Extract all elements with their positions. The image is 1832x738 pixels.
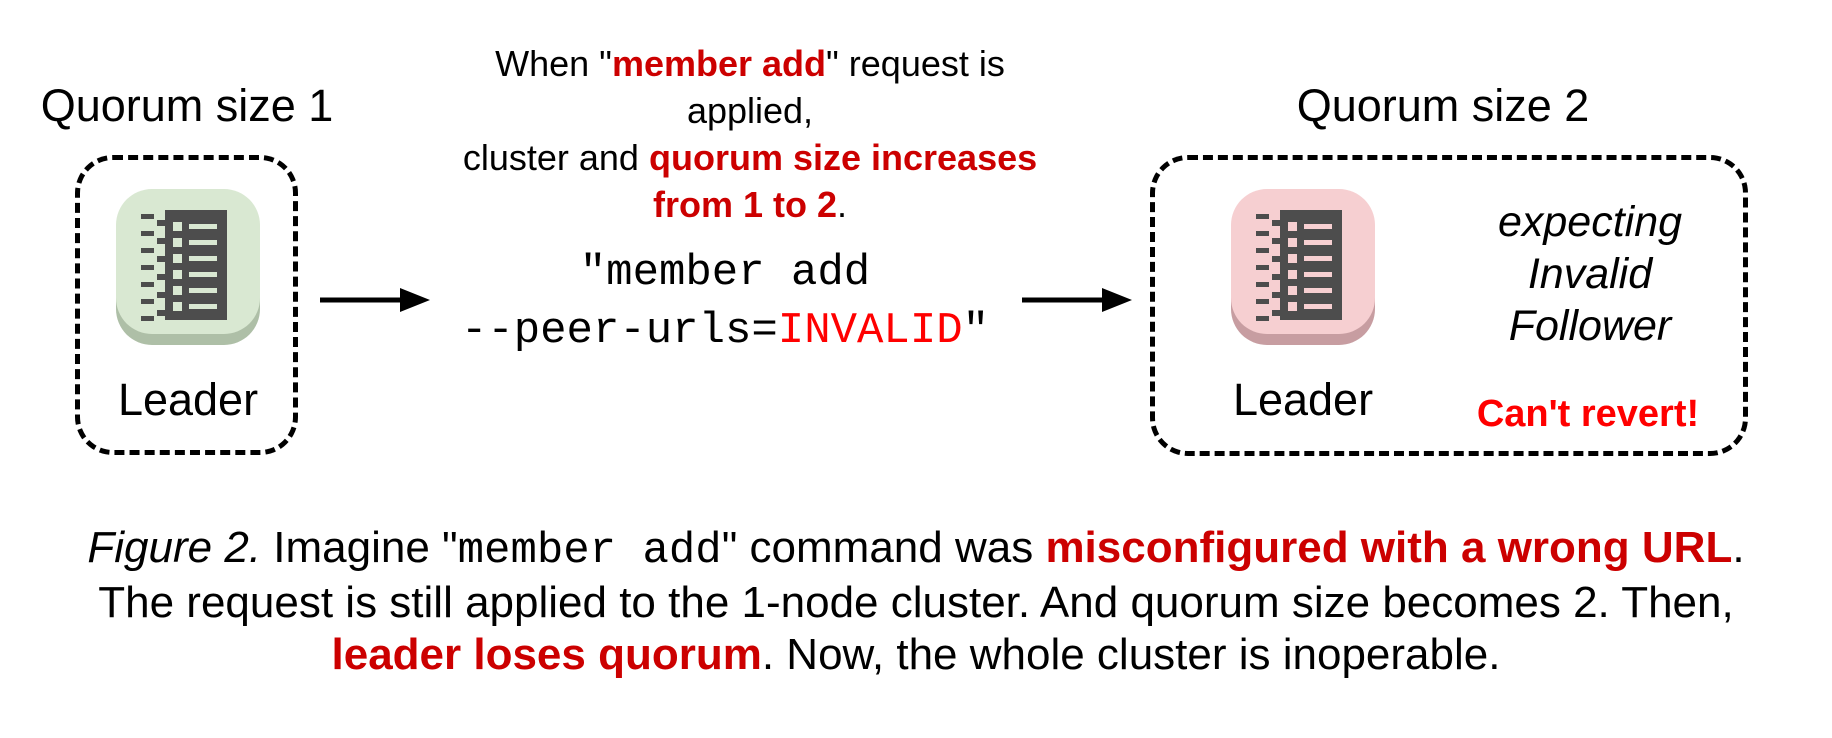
note-line: cluster and quorum size increases [462,137,1038,178]
note-line: When "member add" request is applied, [495,43,1005,131]
expecting-invalid-follower-note: expecting Invalid Follower [1420,196,1760,352]
caption-line: leader loses quorum. Now, the whole clus… [331,630,1501,679]
leader-node-icon-pink [1231,189,1375,345]
right-cluster-box [1150,155,1748,456]
note-line: from 1 to 2. [652,184,848,225]
leader-node-icon-green [116,189,260,345]
expect-line: Follower [1508,302,1672,350]
arrow-right-icon [1022,288,1132,312]
expect-line: Invalid [1527,250,1653,298]
right-leader-label: Leader [1232,374,1374,425]
right-quorum-title: Quorum size 2 [1296,80,1590,131]
left-cluster-box [75,155,298,455]
expect-line: expecting [1497,198,1683,246]
command-line: "member add [579,248,871,298]
caption-line: Figure 2. Imagine "member add" command w… [87,523,1745,576]
member-add-note: When "member add" request is applied, cl… [450,40,1050,228]
figure-caption: Figure 2. Imagine "member add" command w… [0,522,1832,681]
cant-revert-warning: Can't revert! [1476,393,1700,435]
member-add-command: "member add --peer-urls=INVALID" [430,244,1020,360]
left-quorum-title: Quorum size 1 [40,80,334,131]
caption-line: The request is still applied to the 1-no… [98,578,1734,627]
left-leader-label: Leader [117,374,259,425]
command-line: --peer-urls=INVALID" [460,306,990,356]
arrow-right-icon [320,288,430,312]
